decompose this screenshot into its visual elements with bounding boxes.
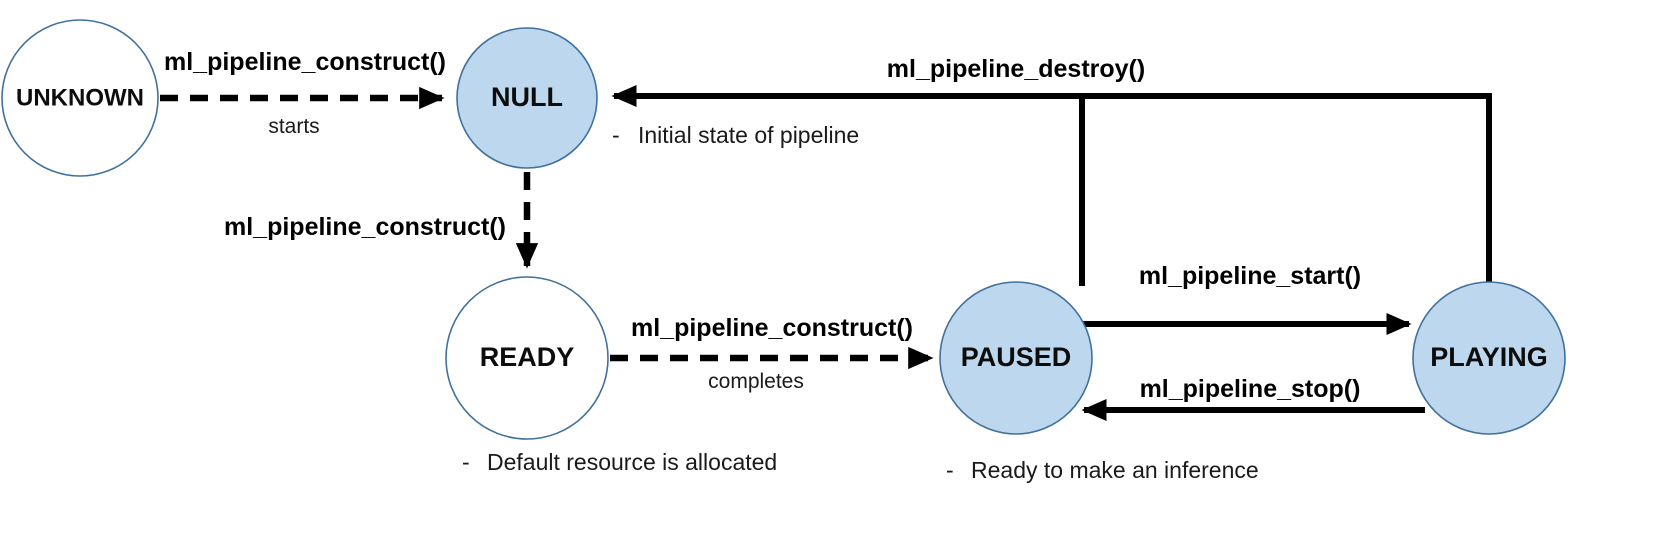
note-marker-ready: -	[462, 449, 470, 475]
state-node-ready[interactable]: READY	[445, 276, 609, 440]
edge-destroy-to-null: ml_pipeline_destroy()	[611, 55, 1492, 296]
edge-sublabel-unknown-to-null: starts	[268, 115, 319, 138]
note-marker-null: -	[612, 122, 620, 148]
state-circle-null[interactable]	[456, 27, 598, 169]
state-node-paused[interactable]: PAUSED	[939, 281, 1093, 435]
edge-label-destroy-to-null: ml_pipeline_destroy()	[887, 55, 1145, 83]
note-paused: - Ready to make an inference	[946, 457, 1259, 483]
edge-label-playing-to-paused: ml_pipeline_stop()	[1140, 375, 1361, 403]
state-circle-unknown[interactable]	[1, 19, 159, 177]
state-label-null: NULL	[491, 82, 563, 112]
note-text-paused: Ready to make an inference	[971, 457, 1259, 483]
edge-unknown-to-null: ml_pipeline_construct() starts	[160, 48, 446, 138]
note-null: - Initial state of pipeline	[612, 122, 859, 148]
state-label-playing: PLAYING	[1430, 342, 1548, 372]
state-label-unknown: UNKNOWN	[16, 84, 144, 111]
edge-sublabel-ready-to-paused: completes	[708, 370, 804, 393]
note-text-ready: Default resource is allocated	[487, 449, 777, 475]
state-node-playing[interactable]: PLAYING	[1412, 281, 1566, 435]
edge-paused-to-playing: ml_pipeline_start()	[1073, 262, 1412, 336]
edge-label-null-to-ready: ml_pipeline_construct()	[224, 213, 506, 241]
edge-label-paused-to-playing: ml_pipeline_start()	[1139, 262, 1361, 290]
note-text-null: Initial state of pipeline	[638, 122, 859, 148]
edge-label-unknown-to-null: ml_pipeline_construct()	[164, 48, 446, 76]
edge-playing-to-paused: ml_pipeline_stop()	[1081, 375, 1425, 422]
edge-ready-to-paused: ml_pipeline_construct() completes	[610, 314, 934, 393]
state-node-unknown[interactable]: UNKNOWN	[1, 19, 159, 177]
state-circle-ready[interactable]	[445, 276, 609, 440]
edge-label-ready-to-paused: ml_pipeline_construct()	[631, 314, 913, 342]
state-node-null[interactable]: NULL	[456, 27, 598, 169]
note-marker-paused: -	[946, 457, 954, 483]
note-ready: - Default resource is allocated	[462, 449, 777, 475]
state-circle-playing[interactable]	[1412, 281, 1566, 435]
state-label-paused: PAUSED	[961, 342, 1072, 372]
state-label-ready: READY	[480, 342, 575, 372]
edge-null-to-ready: ml_pipeline_construct()	[224, 172, 539, 269]
state-circle-paused[interactable]	[939, 281, 1093, 435]
